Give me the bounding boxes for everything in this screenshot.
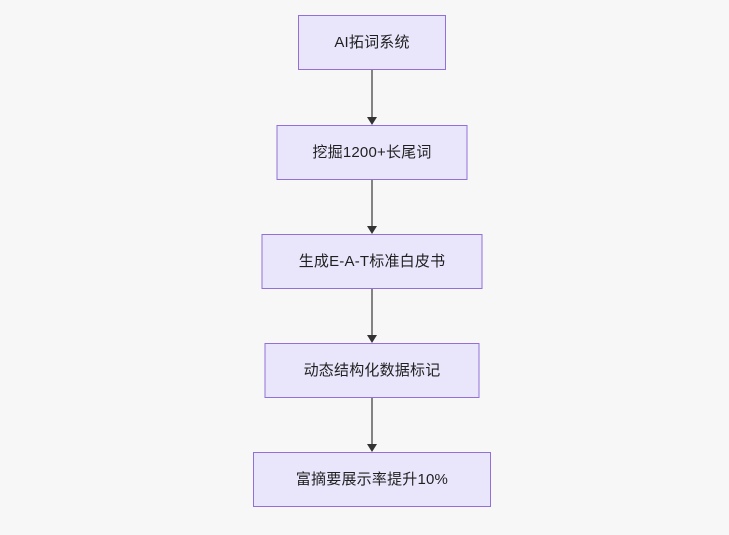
flow-node-label: 富摘要展示率提升10%	[295, 471, 449, 488]
flow-node-label: 动态结构化数据标记	[303, 362, 441, 379]
flow-node-ai-keyword-system[interactable]: AI拓词系统	[298, 15, 446, 70]
flow-edge-4	[365, 398, 379, 452]
flow-node-generate-eat-whitepaper[interactable]: 生成E-A-T标准白皮书	[261, 234, 483, 289]
arrow-down-icon	[367, 226, 377, 234]
flow-node-dynamic-structured-data-markup[interactable]: 动态结构化数据标记	[264, 343, 480, 398]
arrow-down-icon	[367, 117, 377, 125]
edge-line	[371, 289, 373, 337]
edge-line	[371, 180, 373, 228]
flow-node-label: 挖掘1200+长尾词	[312, 144, 432, 161]
edge-line	[371, 398, 373, 446]
flow-edge-2	[365, 180, 379, 234]
edge-line	[371, 70, 373, 119]
flow-node-label: AI拓词系统	[334, 34, 410, 51]
arrow-down-icon	[367, 444, 377, 452]
flow-node-mine-longtail-keywords[interactable]: 挖掘1200+长尾词	[276, 125, 468, 180]
flow-node-label: 生成E-A-T标准白皮书	[298, 253, 446, 270]
arrow-down-icon	[367, 335, 377, 343]
flow-edge-3	[365, 289, 379, 343]
flow-node-rich-snippet-impression-uplift[interactable]: 富摘要展示率提升10%	[253, 452, 491, 507]
flow-edge-1	[365, 70, 379, 125]
